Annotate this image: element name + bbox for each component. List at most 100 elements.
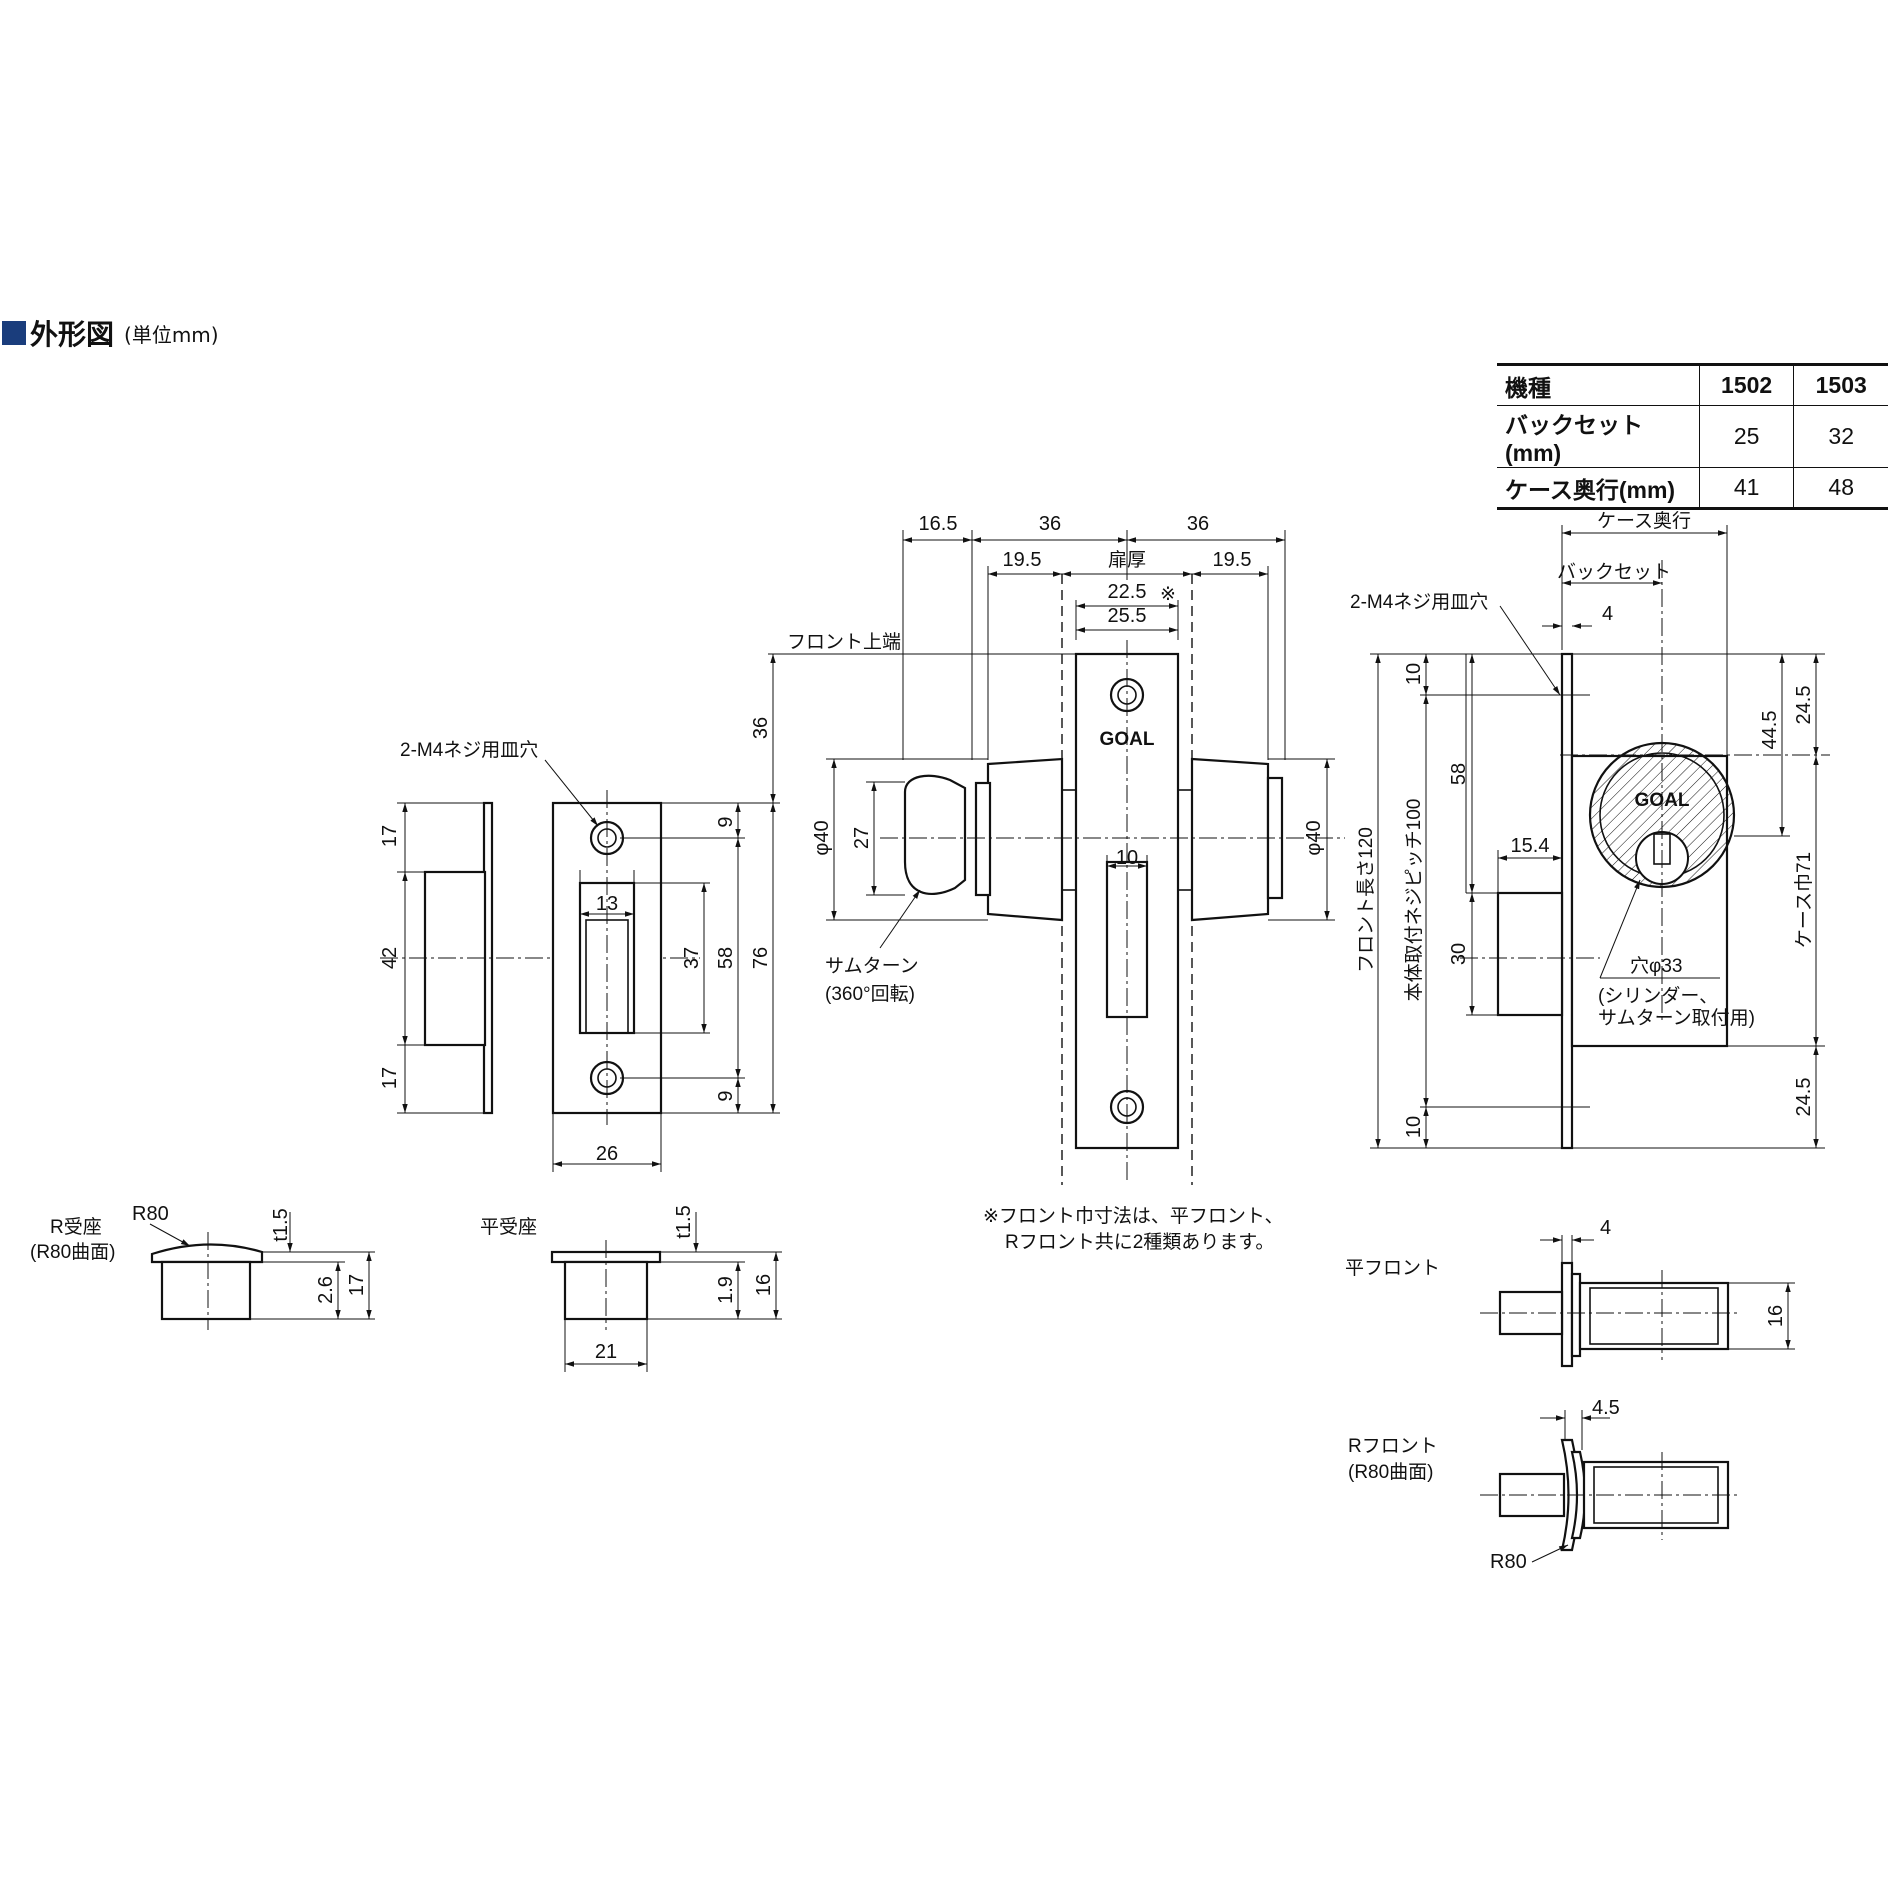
dim-21: 21: [595, 1341, 617, 1363]
table-cell: 48: [1793, 467, 1888, 510]
r-seat-label: R受座: [50, 1216, 102, 1238]
r-front-sub: (R80曲面): [1348, 1461, 1434, 1483]
note-line-1: ※フロント巾寸法は、平フロント、: [983, 1205, 1284, 1227]
latch-bolt: [1496, 891, 1564, 1017]
r-front-r80: R80: [1490, 1551, 1527, 1573]
title-unit: (単位mm): [124, 322, 219, 347]
flat-front-view: 4 16 平フロント: [1345, 1217, 1795, 1368]
title-marker-icon: [2, 321, 26, 345]
strike-holes-label: 2-M4ネジ用皿穴: [400, 739, 538, 761]
dim-22-5: 22.5: [1108, 581, 1147, 603]
dim-26: 26: [596, 1143, 618, 1165]
dim-58b: 58: [1448, 763, 1470, 785]
dim-10b: 10: [1403, 1116, 1425, 1138]
dim-30: 30: [1448, 943, 1470, 965]
backset-label: バックセット: [1557, 561, 1671, 583]
thumb-turn-label: サムターン: [825, 955, 919, 977]
dim-4b: 4: [1600, 1217, 1611, 1239]
table-cell: 1502: [1698, 363, 1794, 406]
r-seat-sub: (R80曲面): [30, 1241, 116, 1263]
table-cell: 機種: [1497, 363, 1700, 406]
note-mark: ※: [1160, 584, 1176, 605]
dim-17c: 17: [346, 1274, 368, 1296]
dim-36b: 36: [1187, 513, 1209, 535]
table-cell: ケース奥行(mm): [1497, 467, 1700, 510]
case-depth-label: ケース奥行: [1597, 510, 1691, 532]
dim-37: 37: [681, 947, 703, 969]
dim-phi40a: φ40: [811, 820, 833, 855]
strike-front-view: 9 37 58 76 9 13 26 2-M4ネジ用皿穴: [400, 739, 780, 1172]
front-top-label: フロント上端: [787, 631, 901, 653]
front-length-label: フロント長さ120: [1356, 827, 1377, 973]
body-holes-label: 2-M4ネジ用皿穴: [1350, 591, 1488, 613]
thumb-turn-knob: [903, 774, 967, 896]
flat-front-lip: [1570, 1272, 1582, 1358]
title-main: 外形図: [30, 318, 115, 351]
dim-r80a: R80: [132, 1203, 169, 1225]
dim-36a: 36: [1039, 513, 1061, 535]
cylinder-rose: [1190, 757, 1270, 922]
r-seat-box: [160, 1260, 252, 1321]
dim-9b: 9: [715, 1090, 737, 1101]
dim-24-5a: 24.5: [1793, 686, 1815, 725]
spec-table: 機種 1502 1503 バックセット(mm) 25 32 ケース奥行(mm) …: [1497, 363, 1888, 510]
flat-front-case: [1578, 1281, 1730, 1351]
r-seat-flange: [150, 1243, 264, 1264]
dim-1-9: 1.9: [715, 1276, 737, 1304]
lock-center-view: 16.5 36 36 19.5 扉厚 19.5 22.5 ※ 25.5 GOAL…: [750, 513, 1345, 1253]
dim-17a: 17: [379, 825, 401, 847]
dim-17b: 17: [379, 1067, 401, 1089]
strike-side-view: 17 42 17: [379, 801, 700, 1115]
dim-15-4: 15.4: [1511, 835, 1550, 857]
dim-25-5: 25.5: [1108, 605, 1147, 627]
table-cell: バックセット(mm): [1497, 405, 1700, 468]
table-row: 機種 1502 1503: [1497, 363, 1888, 406]
dim-2-6: 2.6: [315, 1276, 337, 1304]
thumb-rose: [986, 757, 1064, 922]
dim-27: 27: [851, 827, 873, 849]
note-line-2: Rフロント共に2種類あります。: [1005, 1231, 1274, 1253]
dim-16b: 16: [1765, 1305, 1787, 1327]
hole-sub-2: サムターン取付用): [1598, 1007, 1755, 1029]
dim-phi40b: φ40: [1303, 820, 1325, 855]
table-cell: 41: [1698, 467, 1794, 510]
dim-4a: 4: [1602, 603, 1613, 625]
table-cell: 32: [1793, 405, 1888, 468]
dim-t1-5a: t1.5: [270, 1208, 292, 1241]
lock-side-view: GOAL ケース奥行 バックセット 4 2-M4ネジ用皿穴 フロント長さ120 …: [1350, 510, 1830, 1150]
dim-t1-5b: t1.5: [673, 1205, 695, 1238]
dim-9a: 9: [715, 816, 737, 827]
dim-36v: 36: [750, 717, 772, 739]
hole-label: 穴φ33: [1630, 955, 1682, 977]
dim-19-5a: 19.5: [1003, 549, 1042, 571]
flat-seat-view: 1.9 16 t1.5 21 平受座: [480, 1205, 782, 1372]
thumb-turn-rotation: (360°回転): [825, 983, 915, 1005]
dim-16-5: 16.5: [919, 513, 958, 535]
dim-13: 13: [596, 893, 618, 915]
pitch-label: 本体取付ネジピッチ100: [1403, 799, 1425, 1002]
flat-front-plate: [1560, 1261, 1574, 1368]
table-cell: 1503: [1793, 363, 1888, 406]
r-front-view: 4.5 R80 Rフロント (R80曲面): [1348, 1397, 1740, 1573]
dim-4-5: 4.5: [1592, 1397, 1620, 1419]
hole-sub-1: (シリンダー、: [1598, 985, 1718, 1007]
section-title: 外形図 (単位mm): [2, 313, 219, 353]
dim-10: 10: [1116, 847, 1138, 869]
dim-16a: 16: [753, 1274, 775, 1296]
dim-10a: 10: [1403, 663, 1425, 685]
dim-19-5b: 19.5: [1213, 549, 1252, 571]
dim-24-5b: 24.5: [1793, 1078, 1815, 1117]
door-thickness-label: 扉厚: [1108, 549, 1146, 571]
r-seat-view: 2.6 17 t1.5 R80 R受座 (R80曲面): [30, 1203, 375, 1330]
thumb-rose-ring: [974, 781, 992, 897]
flat-seat-label: 平受座: [480, 1216, 537, 1238]
dim-58s: 58: [715, 947, 737, 969]
table-row: バックセット(mm) 25 32: [1497, 405, 1888, 468]
body-front-plate: [1560, 652, 1574, 1150]
dim-76: 76: [750, 947, 772, 969]
dim-42: 42: [379, 947, 401, 969]
r-front-label: Rフロント: [1348, 1436, 1438, 1457]
case-width-label: ケース巾71: [1793, 852, 1815, 948]
dim-44-5: 44.5: [1759, 711, 1781, 750]
